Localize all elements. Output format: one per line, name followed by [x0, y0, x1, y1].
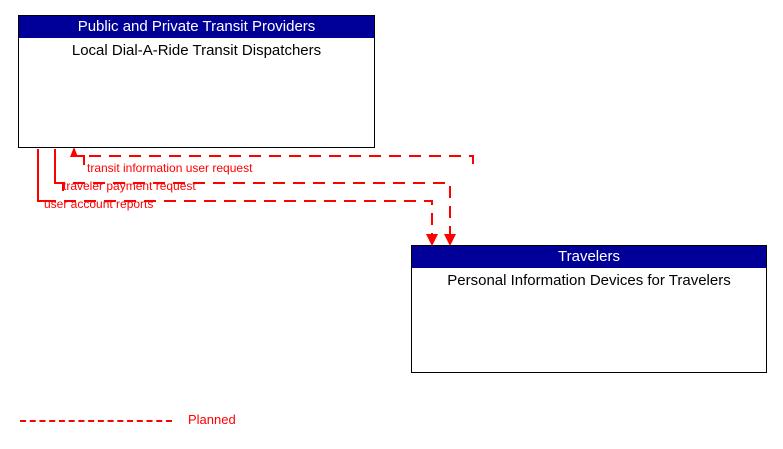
legend-label-planned: Planned	[188, 412, 236, 427]
entity-stakeholder-header: Travelers	[412, 246, 766, 268]
flow-label-transit-information-user-request: transit information user request	[87, 161, 253, 175]
entity-name-label: Local Dial-A-Ride Transit Dispatchers	[71, 42, 322, 59]
flow-line-traveler-payment-request	[54, 149, 456, 246]
flow-label-traveler-payment-request: traveler payment request	[63, 179, 196, 193]
entity-box-local-dial-a-ride-transit-dispatchers[interactable]: Public and Private Transit Providers Loc…	[18, 15, 375, 148]
entity-box-personal-information-devices-for-travelers[interactable]: Travelers Personal Information Devices f…	[411, 245, 767, 373]
legend-dashed-line-icon	[20, 420, 172, 422]
flow-line-transit-information-user-request	[70, 147, 474, 165]
entity-stakeholder-header: Public and Private Transit Providers	[19, 16, 374, 38]
flow-label-user-account-reports: user account reports	[44, 197, 154, 211]
entity-name-label: Personal Information Devices for Travele…	[447, 272, 731, 289]
legend: Planned	[20, 412, 270, 432]
flow-line-user-account-reports	[37, 149, 438, 246]
